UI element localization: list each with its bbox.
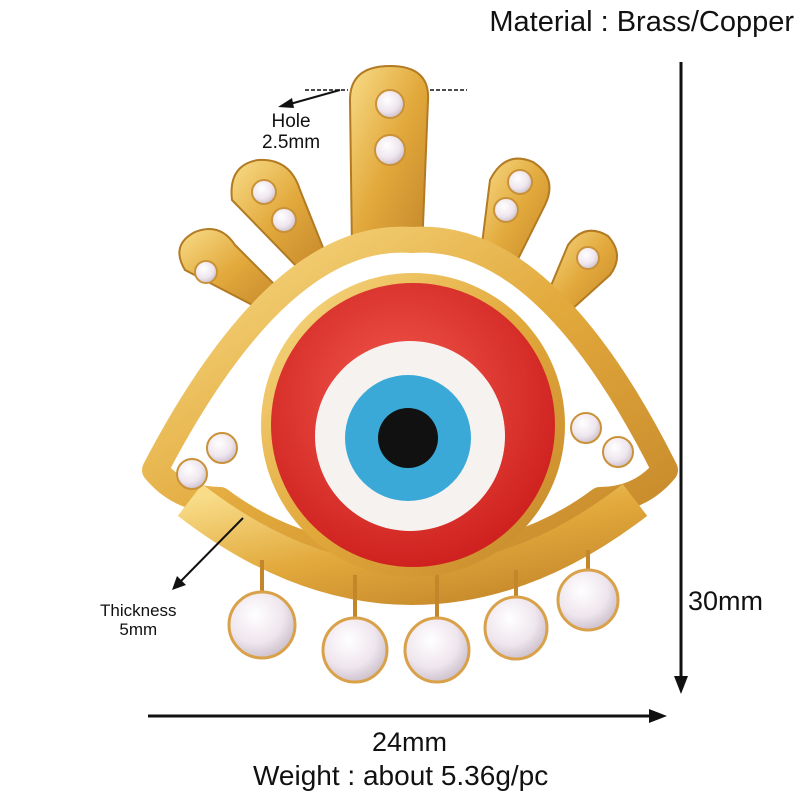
hole-label: Hole [271, 111, 311, 132]
height-dimension: 30mm [688, 586, 764, 616]
thickness-label: Thickness [100, 601, 177, 620]
crystal [403, 616, 471, 684]
crystal [483, 595, 549, 661]
crystal [227, 590, 297, 660]
charm-lower-rim [177, 484, 648, 606]
crystal [556, 568, 620, 632]
weight-label: Weight : about 5.36g/pc [253, 760, 549, 791]
hole-annotation: Hole 2.5mm [262, 111, 320, 153]
width-dimension: 24mm [372, 727, 448, 757]
evil-eye-enamel [261, 273, 565, 577]
thickness-annotation: Thickness 5mm [100, 601, 177, 639]
hole-size: 2.5mm [262, 132, 321, 153]
hole-pointer-arrow [289, 89, 341, 105]
material-label: Material : Brass/Copper [489, 6, 794, 38]
thickness-size: 5mm [119, 620, 158, 639]
lash-left-outer [178, 228, 284, 312]
hanging-crystals [227, 550, 620, 684]
crystal [321, 616, 389, 684]
pave-stones [176, 89, 634, 490]
thickness-pointer-arrow [179, 517, 244, 583]
dimension-lines [148, 62, 688, 723]
